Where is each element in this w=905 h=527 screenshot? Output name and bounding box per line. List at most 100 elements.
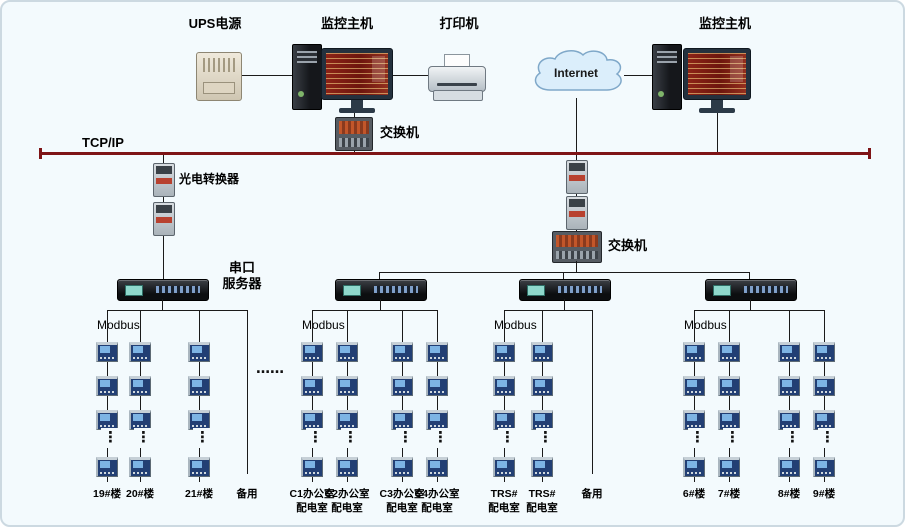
feeder-line	[347, 310, 348, 482]
power-meter-icon	[683, 410, 705, 430]
more-meters-ellipsis: ⋮	[723, 428, 742, 448]
monitor-screen	[683, 48, 751, 100]
power-meter-icon	[336, 457, 358, 477]
feeder-label: C3办公室 配电室	[379, 488, 425, 514]
modbus-bus-line	[107, 310, 247, 311]
modbus-bus-line	[694, 310, 824, 311]
feeder-line	[312, 310, 313, 482]
host-switch-link	[354, 111, 355, 117]
power-meter-icon	[188, 376, 210, 396]
host2-tower	[652, 44, 682, 110]
feeder-label: 7#楼	[717, 488, 741, 500]
feeder-label: TRS# 配电室	[526, 488, 558, 514]
group-ellipsis: ……	[256, 361, 284, 377]
feeder-label: 9#楼	[812, 488, 836, 500]
power-meter-icon	[718, 457, 740, 477]
power-meter-icon	[391, 342, 413, 362]
serial-port-server-2	[335, 279, 427, 301]
modbus-label: Modbus	[684, 318, 727, 332]
modbus-bus-line	[312, 310, 437, 311]
server2-feed-link	[379, 272, 380, 279]
power-meter-icon	[301, 410, 323, 430]
power-meter-icon	[96, 376, 118, 396]
fiber-link-right	[576, 155, 577, 233]
feeder-line	[247, 310, 248, 474]
monitor-base	[699, 108, 735, 113]
feeder-label: 19#楼	[92, 488, 122, 500]
more-meters-ellipsis: ⋮	[688, 428, 707, 448]
optical-converter-icon	[153, 202, 175, 236]
power-meter-icon	[391, 457, 413, 477]
power-meter-icon	[301, 342, 323, 362]
ups-host-link	[241, 75, 292, 76]
more-meters-ellipsis: ⋮	[341, 428, 360, 448]
monitor-stand	[351, 100, 363, 108]
power-meter-icon	[391, 376, 413, 396]
power-meter-icon	[129, 457, 151, 477]
power-meter-icon	[301, 376, 323, 396]
printer-device	[428, 54, 486, 102]
power-meter-icon	[188, 342, 210, 362]
feeder-line	[199, 310, 200, 482]
feeder-line	[542, 310, 543, 482]
server-bus-drop	[750, 299, 751, 310]
more-meters-ellipsis: ⋮	[306, 428, 325, 448]
power-meter-icon	[188, 457, 210, 477]
switch1-label: 交换机	[380, 125, 420, 140]
internet-cloud-icon: Internet	[534, 50, 622, 91]
serial-port-server-4	[705, 279, 797, 301]
switch-bus-link	[354, 149, 355, 153]
printer-tray	[433, 90, 483, 101]
feeder-line	[789, 310, 790, 482]
more-meters-ellipsis: ⋮	[193, 428, 212, 448]
serial-server-label: 串口 服务器	[222, 260, 262, 292]
power-meter-icon	[718, 342, 740, 362]
power-meter-icon	[531, 457, 553, 477]
power-meter-icon	[336, 376, 358, 396]
internet-label: Internet	[554, 66, 598, 80]
server-bus-drop	[564, 299, 565, 310]
host2-label: 监控主机	[698, 16, 751, 31]
power-meter-icon	[96, 342, 118, 362]
optical-converter-icon	[566, 160, 588, 194]
power-meter-icon	[778, 457, 800, 477]
power-meter-icon	[718, 410, 740, 430]
cloud-bus-link	[576, 98, 577, 153]
power-meter-icon	[778, 376, 800, 396]
power-meter-icon	[129, 376, 151, 396]
printer-label: 打印机	[439, 16, 479, 31]
power-meter-icon	[813, 410, 835, 430]
feeder-line	[402, 310, 403, 482]
power-meter-icon	[531, 376, 553, 396]
power-meter-icon	[129, 410, 151, 430]
more-meters-ellipsis: ⋮	[101, 428, 120, 448]
feeder-label: C4办公室 配电室	[414, 488, 460, 514]
feeder-label: 6#楼	[682, 488, 706, 500]
host1-monitor	[321, 48, 393, 113]
host1-label: 监控主机	[320, 16, 373, 31]
power-meter-icon	[683, 342, 705, 362]
feeder-label: 备用	[581, 488, 603, 500]
meter-group-3: Modbus⋮TRS# 配电室⋮TRS# 配电室备用	[2, 310, 903, 525]
optical-converter-icon	[566, 196, 588, 230]
meter-group-4: Modbus⋮6#楼⋮7#楼⋮8#楼⋮9#楼	[2, 310, 903, 525]
more-meters-ellipsis: ⋮	[431, 428, 450, 448]
modbus-bus-line	[504, 310, 592, 311]
ups-device	[196, 52, 242, 101]
optical-converter-icon	[153, 163, 175, 197]
more-meters-ellipsis: ⋮	[783, 428, 802, 448]
feeder-label: 备用	[236, 488, 258, 500]
power-meter-icon	[301, 457, 323, 477]
power-meter-icon	[493, 342, 515, 362]
monitor-screen	[321, 48, 393, 100]
power-meter-icon	[336, 410, 358, 430]
more-meters-ellipsis: ⋮	[396, 428, 415, 448]
power-meter-icon	[96, 457, 118, 477]
monitor-base	[339, 108, 375, 113]
power-meter-icon	[129, 342, 151, 362]
more-meters-ellipsis: ⋮	[536, 428, 555, 448]
host2-monitor	[683, 48, 751, 113]
more-meters-ellipsis: ⋮	[134, 428, 153, 448]
feeder-line	[107, 310, 108, 482]
